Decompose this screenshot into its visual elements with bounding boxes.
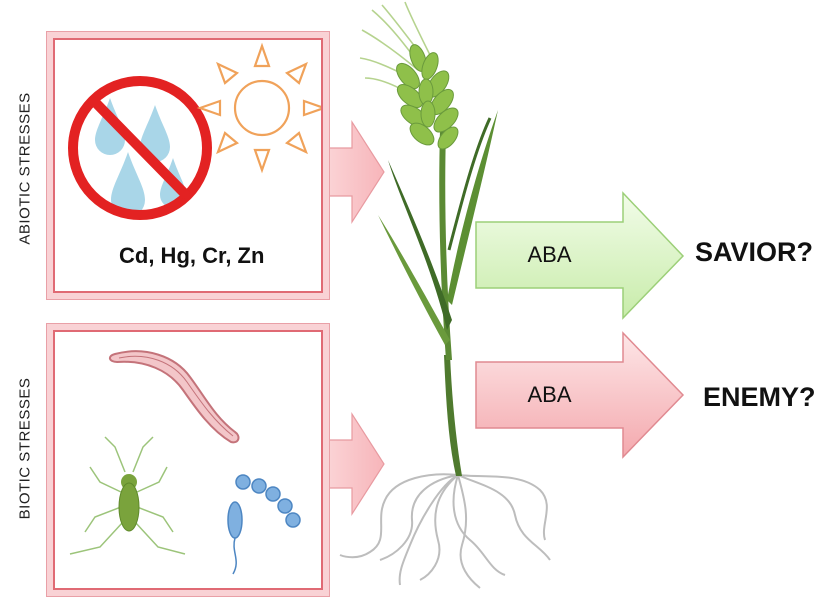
wheat-plant-icon bbox=[339, 1, 551, 589]
heavy-metals-text: Cd, Hg, Cr, Zn bbox=[119, 243, 265, 268]
abiotic-input-arrow bbox=[321, 119, 385, 225]
aba-enemy-arrow bbox=[475, 331, 685, 459]
abiotic-stresses-label: ABIOTIC STRESSES bbox=[16, 92, 34, 245]
sun-icon bbox=[196, 42, 321, 174]
aba-savior-arrow bbox=[475, 191, 685, 320]
aba-enemy-label: ABA bbox=[527, 382, 572, 407]
biotic-icons bbox=[69, 350, 301, 575]
biotic-stresses-label: BIOTIC STRESSES bbox=[16, 377, 34, 520]
abiotic-stress-box: Cd, Hg, Cr, Zn bbox=[53, 38, 323, 293]
no-water-icon bbox=[68, 76, 212, 220]
abiotic-icons bbox=[68, 42, 321, 220]
savior-question: SAVIOR? bbox=[695, 237, 814, 267]
enemy-question: ENEMY? bbox=[703, 382, 816, 412]
biotic-stress-box bbox=[53, 330, 323, 590]
biotic-input-arrow bbox=[321, 411, 385, 517]
worm-icon bbox=[109, 350, 240, 444]
aba-savior-label: ABA bbox=[527, 242, 572, 267]
insect-icon bbox=[69, 436, 186, 555]
bacteria-icon bbox=[227, 474, 301, 575]
